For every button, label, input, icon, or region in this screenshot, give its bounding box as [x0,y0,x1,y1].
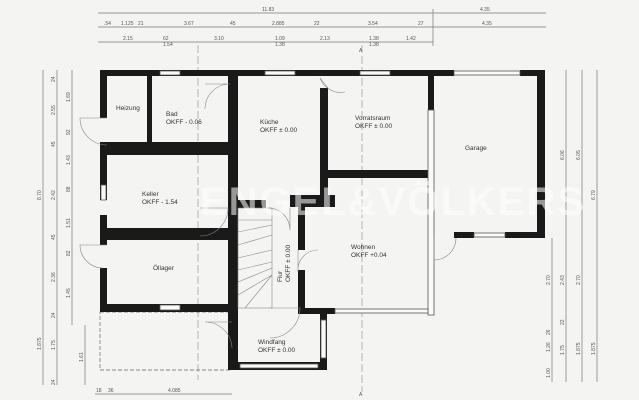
dim-left: 88 [66,186,72,192]
dim-top: 3.67 [184,21,194,27]
dim-left: 82 [66,250,72,256]
dim-right: 1.875 [576,342,582,355]
dim-right: 2.70 [576,275,582,285]
dim-left: 1.61 [79,352,85,362]
room-kueche: Küche [260,119,279,126]
room-keller: Keller [142,191,159,198]
top-dimension-lines [98,9,546,46]
dim-left: 1.875 [37,337,43,350]
dim-top: 2.15 [123,36,133,42]
room-flur-level: OKFF ± 0.00 [285,244,292,282]
room-keller-level: OKFF - 1.54 [142,199,178,206]
room-bad-level: OKFF - 0.06 [166,119,202,126]
dim-left: 92 [66,129,72,135]
dim-left: 1.51 [66,218,72,228]
section-line [197,45,363,392]
dim-top: 1.09 [275,36,285,42]
windows [100,70,521,369]
room-wohnen: Wohnen [351,244,375,251]
dim-left: 2.36 [51,272,57,282]
dim-top: 27 [418,21,424,27]
dim-top: 4.35 [482,21,492,27]
dim-top: 1.38 [369,42,379,48]
dim-right: 2.70 [546,275,552,285]
dim-top: 62 [163,36,169,42]
watermark-logo: ENGEL&VÖLKERS [200,179,586,224]
dim-left: 24 [51,312,57,318]
dim-top: .54 [104,21,111,27]
dim-top: 3.10 [214,36,224,42]
room-flur: Flur [277,270,284,282]
dim-top: 1.125 [121,21,134,27]
dim-right: 6.05 [576,150,582,160]
dim-top: 1.42 [406,36,416,42]
room-oellager: Öllager [153,264,175,272]
dim-top: 1.38 [275,42,285,48]
dim-top: 1.38 [369,36,379,42]
dim-top: 22 [314,21,320,27]
dim-left: 2.55 [51,105,57,115]
dim-left: 1.43 [66,155,72,165]
dim-bottom: 36 [108,388,114,394]
dim-left: 1.69 [66,92,72,102]
room-wohnen-level: OKFF +0.04 [351,252,387,259]
dim-bottom: 18 [96,388,102,394]
dim-left: 1.75 [51,340,57,350]
room-kueche-level: OKFF ± 0.00 [260,127,298,134]
room-garage: Garage [465,145,487,152]
section-marker: A [359,48,363,54]
dim-left: 8.70 [37,190,43,200]
room-windfang: Windfang [258,339,286,346]
dim-left: 24 [51,379,57,385]
dim-top: 21 [138,21,144,27]
dim-left: 24 [51,76,57,82]
terrace-outline [99,311,233,371]
room-bad: Bad [166,111,178,118]
dim-top: 1.54 [163,42,173,48]
dim-right: 2.43 [560,275,566,285]
dim-top: 3.54 [368,21,378,27]
dim-right: 1.26 [546,342,552,352]
dim-top: 45 [230,21,236,27]
room-vorratsraum-level: OKFF ± 0.00 [355,123,393,130]
room-windfang-level: OKFF ± 0.00 [258,347,296,354]
staircase [237,207,273,309]
section-marker: A [359,392,363,398]
dim-right: 6.06 [560,150,566,160]
dim-right: 1.75 [560,345,566,355]
dim-right: 1.875 [591,342,597,355]
dim-top: 2.885 [272,21,285,27]
dim-right: 1.00 [546,368,552,378]
dim-right: 6.79 [591,190,597,200]
dim-right: 22 [560,319,566,325]
dim-right: 26 [546,329,552,335]
dim-left: 45 [51,141,57,147]
dim-top: 2.13 [320,36,330,42]
dim-left: 45 [51,234,57,240]
right-dimension-lines [551,70,598,382]
dim-top: 4.35 [480,7,490,13]
dim-bottom: 4.085 [168,388,181,394]
dim-top: 11.83 [262,7,274,13]
left-dimension-lines [42,70,86,385]
dim-left: 1.45 [66,288,72,298]
room-heizung: Heizung [116,105,140,112]
room-vorratsraum: Vorratsraum [355,115,390,122]
dim-left: 2.42 [51,190,57,200]
